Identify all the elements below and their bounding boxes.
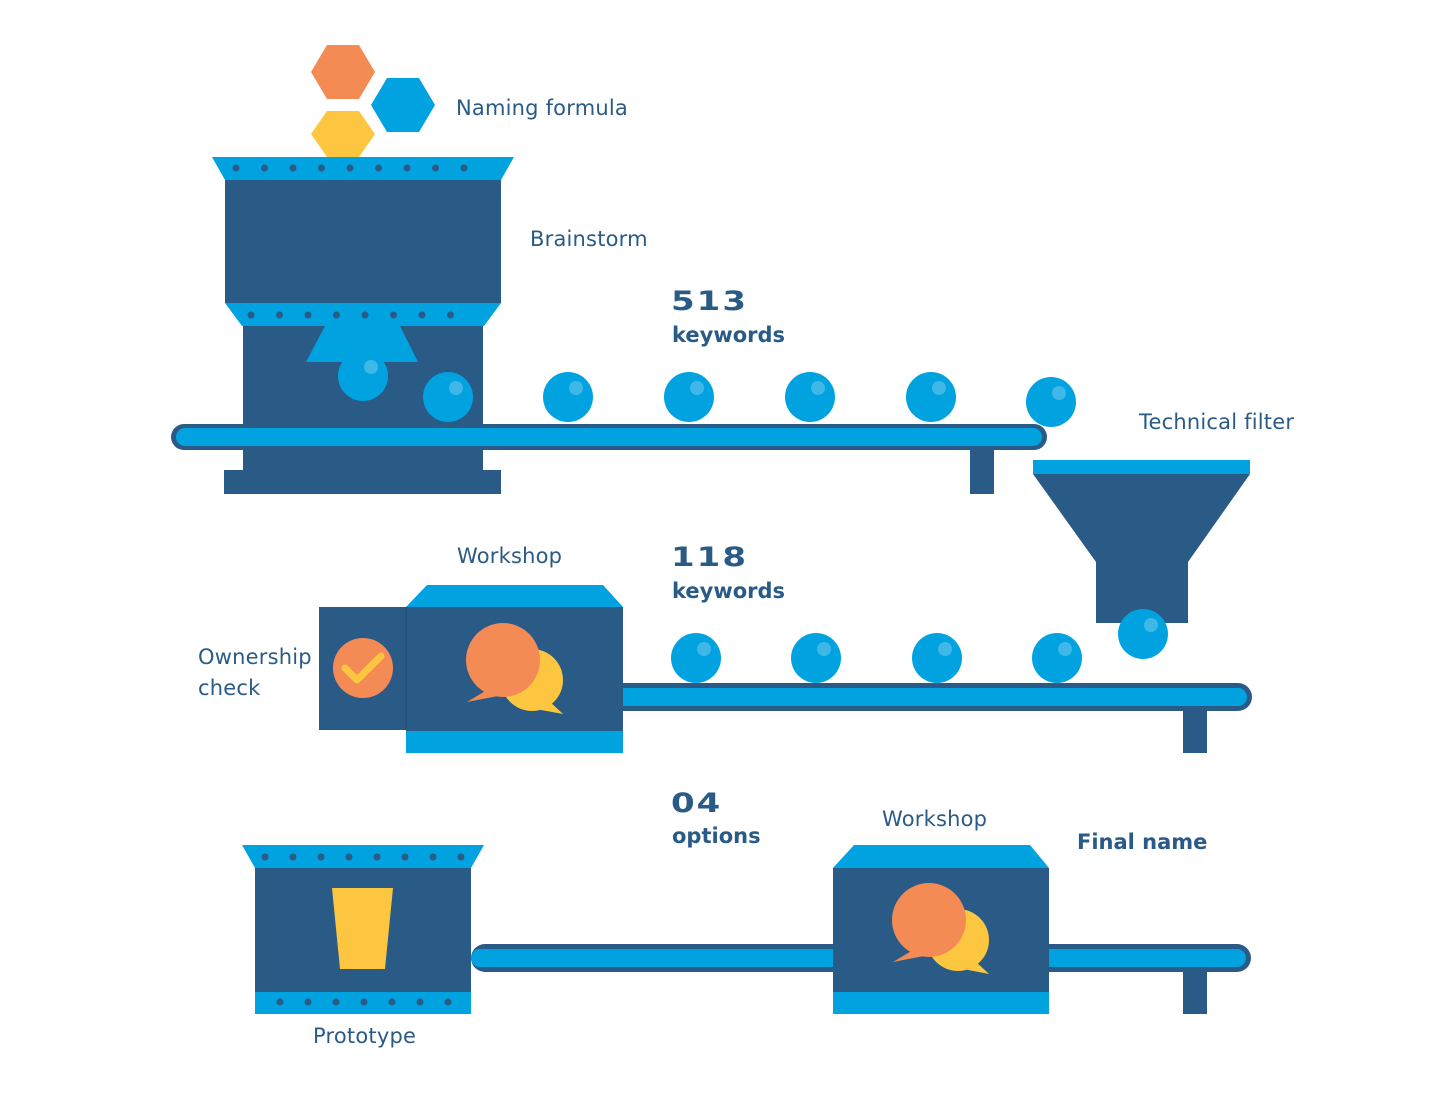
stage-3-count: 04 bbox=[671, 788, 723, 820]
rivet bbox=[432, 164, 439, 172]
checkmark-icon bbox=[333, 638, 393, 698]
stage-1-count: 513 bbox=[671, 286, 748, 318]
speech-bubble-icon bbox=[892, 883, 989, 974]
keyword-ball bbox=[1118, 609, 1168, 659]
rivet bbox=[361, 311, 369, 319]
rivet bbox=[261, 853, 269, 861]
label-technical-filter: Technical filter bbox=[1139, 410, 1295, 434]
rivet bbox=[346, 164, 354, 172]
rivet bbox=[261, 164, 268, 172]
label-prototype: Prototype bbox=[313, 1024, 417, 1048]
keyword-balls-row-2 bbox=[671, 609, 1168, 683]
rivet bbox=[276, 998, 284, 1006]
keyword-ball-highlight bbox=[690, 381, 704, 395]
rivet bbox=[375, 164, 382, 172]
keyword-ball-highlight bbox=[1058, 642, 1072, 656]
rivet bbox=[289, 164, 297, 172]
rivet bbox=[247, 311, 255, 319]
rivet bbox=[232, 164, 240, 172]
keyword-ball bbox=[671, 633, 721, 683]
keyword-ball-highlight bbox=[1144, 618, 1158, 632]
rivet bbox=[332, 998, 340, 1006]
keyword-ball bbox=[906, 372, 956, 422]
rivet bbox=[444, 998, 452, 1006]
rivet bbox=[333, 311, 340, 319]
keyword-ball bbox=[338, 351, 388, 401]
rivet bbox=[390, 311, 397, 319]
rivet bbox=[289, 853, 297, 861]
rivet bbox=[360, 998, 368, 1006]
keyword-ball bbox=[423, 372, 473, 422]
keyword-balls-row-1 bbox=[338, 351, 1076, 427]
conveyor-belt-1 bbox=[171, 424, 1047, 494]
label-brainstorm: Brainstorm bbox=[530, 227, 648, 251]
label-final-name: Final name bbox=[1077, 830, 1208, 854]
keyword-ball bbox=[664, 372, 714, 422]
rivet bbox=[276, 311, 283, 319]
rivet bbox=[304, 311, 312, 319]
rivet bbox=[373, 853, 381, 861]
keyword-ball-highlight bbox=[817, 642, 831, 656]
speech-bubble-icon bbox=[466, 623, 563, 714]
conveyor-belt-2 bbox=[600, 683, 1252, 753]
keyword-ball-highlight bbox=[449, 381, 463, 395]
stage-1-unit: keywords bbox=[672, 323, 786, 347]
keyword-ball bbox=[1026, 377, 1076, 427]
rivet bbox=[403, 164, 411, 172]
rivet bbox=[429, 853, 437, 861]
rivet bbox=[457, 853, 465, 861]
hexagon-orange-icon bbox=[311, 45, 375, 99]
rivet bbox=[317, 853, 325, 861]
rivet bbox=[416, 998, 424, 1006]
stage-2-count: 118 bbox=[671, 542, 748, 574]
stage-3-unit: options bbox=[672, 824, 761, 848]
keyword-ball-highlight bbox=[932, 381, 946, 395]
keyword-ball-highlight bbox=[697, 642, 711, 656]
rivet bbox=[447, 311, 454, 319]
keyword-ball bbox=[1032, 633, 1082, 683]
label-ownership-line1: Ownership bbox=[198, 645, 312, 669]
keyword-ball-highlight bbox=[364, 360, 378, 374]
rivet bbox=[388, 998, 396, 1006]
keyword-ball-highlight bbox=[938, 642, 952, 656]
label-workshop-1: Workshop bbox=[457, 544, 563, 568]
rivet bbox=[345, 853, 353, 861]
cup-icon bbox=[332, 888, 393, 969]
keyword-ball-highlight bbox=[811, 381, 825, 395]
keyword-ball bbox=[791, 633, 841, 683]
brainstorm-machine bbox=[212, 157, 514, 494]
rivet bbox=[304, 998, 312, 1006]
technical-filter-funnel bbox=[1033, 460, 1250, 623]
label-ownership-line2: check bbox=[198, 676, 261, 700]
label-naming-formula: Naming formula bbox=[456, 96, 628, 120]
rivet bbox=[460, 164, 468, 172]
stage-2-unit: keywords bbox=[672, 579, 786, 603]
hexagon-yellow-icon bbox=[311, 111, 375, 157]
keyword-ball-highlight bbox=[569, 381, 583, 395]
label-workshop-2: Workshop bbox=[882, 807, 988, 831]
keyword-ball bbox=[785, 372, 835, 422]
rivet bbox=[318, 164, 325, 172]
naming-formula-hexagons bbox=[311, 45, 435, 157]
rivet bbox=[418, 311, 426, 319]
keyword-ball bbox=[912, 633, 962, 683]
keyword-ball bbox=[543, 372, 593, 422]
hexagon-blue-icon bbox=[371, 78, 435, 132]
rivet bbox=[401, 853, 409, 861]
keyword-ball-highlight bbox=[1052, 386, 1066, 400]
